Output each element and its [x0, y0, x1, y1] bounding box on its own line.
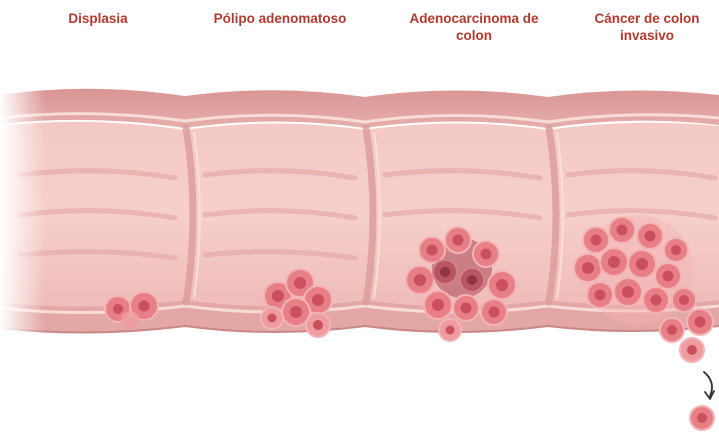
cell	[672, 288, 696, 312]
colon-left-fade	[0, 80, 45, 345]
cell	[609, 217, 635, 243]
cell	[424, 291, 452, 319]
cell	[473, 241, 499, 267]
cell	[488, 271, 516, 299]
cell	[664, 238, 688, 262]
cell	[433, 260, 457, 284]
cell	[445, 227, 471, 253]
cell	[439, 319, 461, 341]
cell	[614, 278, 642, 306]
cell	[655, 263, 681, 289]
cell	[583, 227, 609, 253]
cell	[637, 223, 663, 249]
cell	[687, 309, 713, 335]
cell	[453, 295, 479, 321]
cell	[406, 266, 434, 294]
cell	[481, 299, 507, 325]
cell	[306, 313, 330, 337]
cell	[628, 250, 656, 278]
cell	[460, 268, 484, 292]
cell	[261, 307, 283, 329]
metastatic-cell	[690, 406, 714, 430]
cell	[680, 338, 704, 362]
cell	[660, 318, 684, 342]
cell	[600, 248, 628, 276]
cell	[121, 311, 139, 329]
curved-arrow-down-icon	[704, 372, 714, 399]
cell	[643, 287, 669, 313]
cell	[587, 282, 613, 308]
cell	[574, 254, 602, 282]
cell	[419, 237, 445, 263]
